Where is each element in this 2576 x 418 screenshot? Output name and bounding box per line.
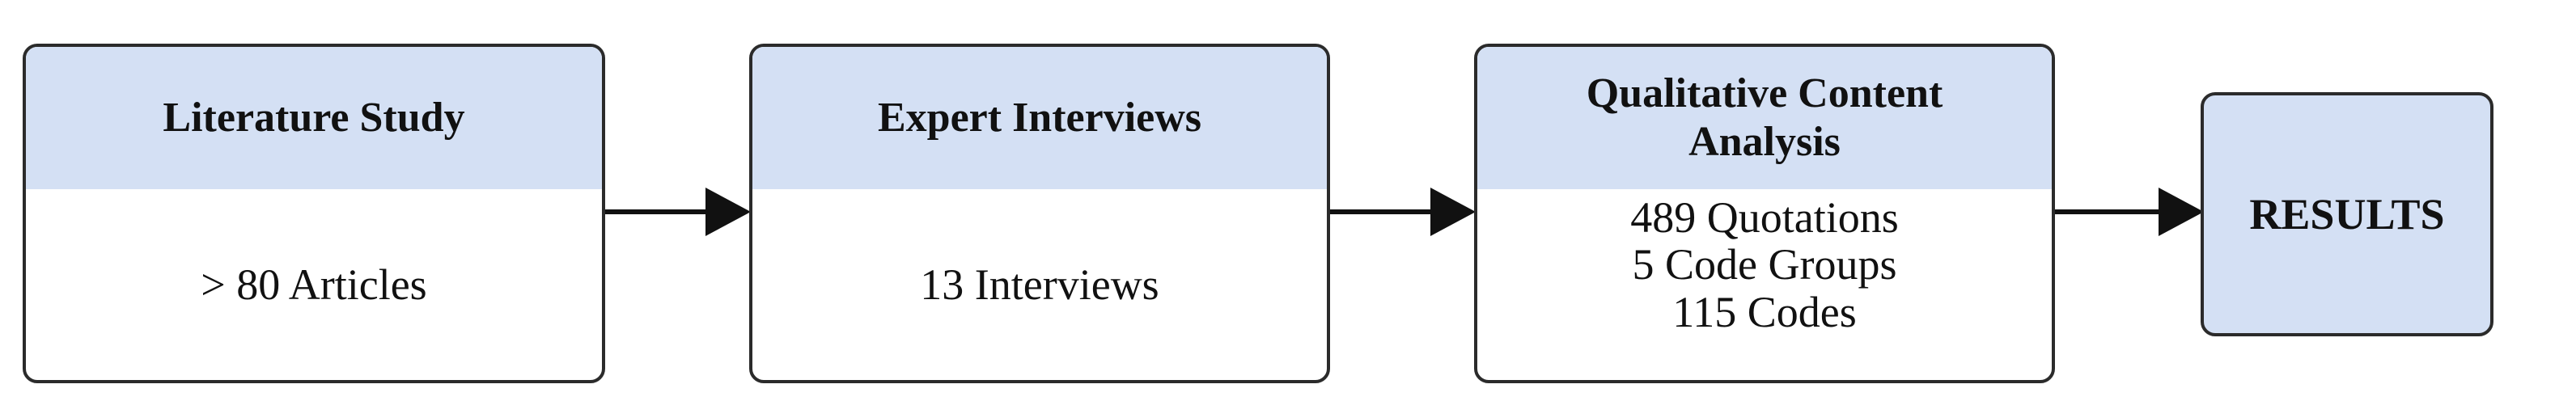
step-title-text: Expert Interviews [877, 95, 1202, 141]
step-detail-line: 13 Interviews [920, 260, 1159, 309]
arrow-head [1430, 188, 1476, 236]
step-title: Literature Study [26, 47, 602, 189]
step-detail-line: 5 Code Groups [1632, 240, 1897, 289]
step-title-text: Literature Study [163, 95, 465, 141]
arrow-head [705, 188, 751, 236]
arrow-3-to-result [2055, 188, 2204, 236]
arrow-1-to-2 [605, 188, 751, 236]
step-qualitative-content-analysis: Qualitative Content Analysis 489 Quotati… [1474, 44, 2055, 383]
step-details: 13 Interviews [752, 189, 1327, 380]
step-detail-line: 489 Quotations [1630, 193, 1899, 242]
step-title-line: Qualitative Content [1586, 70, 1943, 117]
step-literature-study: Literature Study > 80 Articles [23, 44, 605, 383]
step-details: > 80 Articles [26, 189, 602, 380]
arrow-shaft [605, 209, 707, 214]
arrow-2-to-3 [1330, 188, 1476, 236]
arrow-shaft [1330, 209, 1432, 214]
result-label: RESULTS [2249, 190, 2445, 239]
step-details: 489 Quotations 5 Code Groups 115 Codes [1477, 189, 2052, 380]
step-title: Qualitative Content Analysis [1477, 47, 2052, 189]
arrow-shaft [2055, 209, 2160, 214]
arrow-head [2159, 188, 2204, 236]
step-detail-line: > 80 Articles [201, 260, 427, 309]
step-title: Expert Interviews [752, 47, 1327, 189]
result-box: RESULTS [2201, 92, 2493, 336]
step-title-line: Analysis [1688, 119, 1841, 165]
step-detail-line: 115 Codes [1672, 287, 1857, 336]
step-expert-interviews: Expert Interviews 13 Interviews [749, 44, 1330, 383]
